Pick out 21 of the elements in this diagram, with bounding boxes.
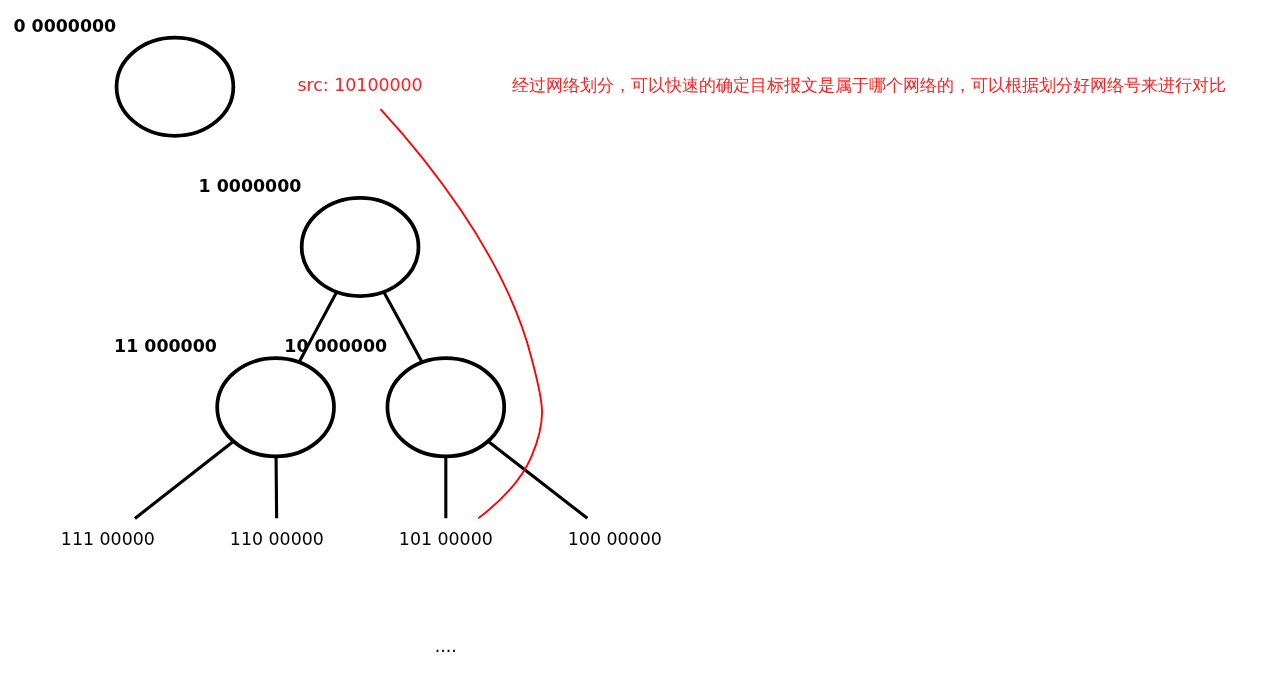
connector bbox=[487, 440, 589, 520]
node-label: 11 000000 bbox=[114, 336, 217, 357]
node-text: 111 00000 bbox=[60, 529, 155, 550]
node-label: 1 0000000 bbox=[198, 175, 302, 196]
node-text: src: 10100000 bbox=[297, 75, 423, 96]
connector bbox=[444, 456, 448, 519]
connector bbox=[274, 456, 279, 519]
node-ellipse bbox=[299, 196, 421, 298]
node-ellipse bbox=[215, 356, 336, 459]
connector bbox=[297, 291, 338, 363]
connector bbox=[379, 108, 543, 520]
label: 经过网络划分，可以快速的确定目标报文是属于哪个网络的，可以根据划分好网络号来进行对比 bbox=[512, 75, 1227, 96]
node-ellipse bbox=[114, 35, 236, 138]
node-text: 110 00000 bbox=[229, 529, 324, 550]
connector bbox=[134, 440, 235, 520]
node-ellipse bbox=[385, 356, 507, 459]
node-text: 100 00000 bbox=[567, 529, 662, 550]
label: .... bbox=[434, 636, 457, 657]
node-text: 101 00000 bbox=[398, 529, 493, 550]
node-label: 0 0000000 bbox=[13, 15, 117, 36]
connector bbox=[382, 291, 424, 364]
